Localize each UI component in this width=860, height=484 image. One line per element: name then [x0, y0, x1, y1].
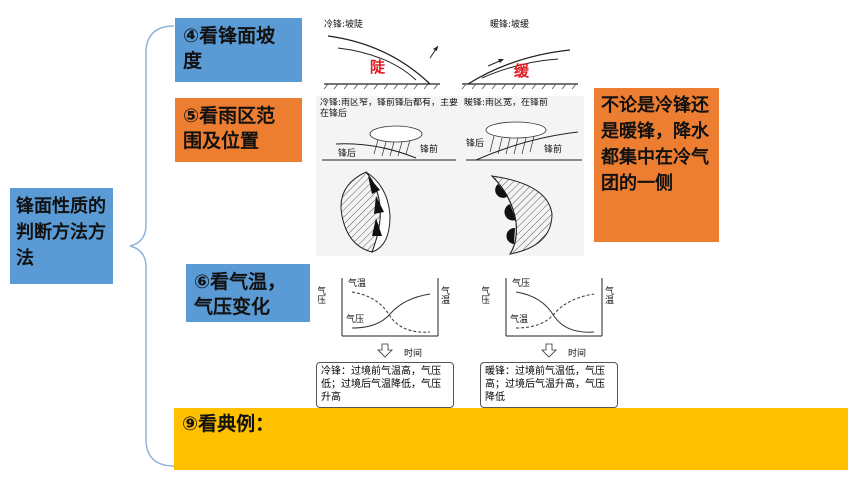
bracket	[129, 25, 175, 467]
slope-title: ④看锋面坡度	[183, 25, 276, 72]
example-box: ⑨看典例：	[174, 408, 848, 470]
warm-right-axis: 气温	[603, 285, 614, 304]
warm-rain-caption: 暖锋:雨区宽，在锋前	[464, 98, 549, 108]
gentle-label: 缓	[514, 62, 530, 80]
warm-behind-label: 锋后	[466, 137, 484, 149]
warm-temp-note: 暖锋：过境前气温低，气压高；过境后气温升高，气压降低	[480, 362, 618, 408]
slope-figure: 冷锋:坡陡 暖锋:坡缓 陡 缓	[323, 18, 578, 90]
cold-temp-note-text: 冷锋：过境前气温高，气压低；过境后气温降低，气压升高	[321, 366, 441, 403]
temp-box: ⑥看气温，气压变化	[186, 264, 310, 322]
example-title: ⑨看典例：	[182, 413, 275, 435]
cold-top-label: 气温	[348, 277, 366, 289]
warm-chart: 气压 气温 气压 气温 时间	[482, 277, 614, 359]
cold-slope-caption: 冷锋:坡陡	[324, 18, 363, 30]
cold-bottom-label: 气压	[346, 313, 364, 325]
warm-front-label: 锋前	[544, 143, 562, 155]
cold-time-label: 时间	[404, 347, 422, 359]
main-topic-box: 锋面性质的判断方法方法	[10, 188, 113, 284]
cold-temp-note: 冷锋：过境前气温高，气压低；过境后气温降低，气压升高	[316, 362, 454, 408]
warm-time-label: 时间	[568, 347, 586, 359]
warm-top-label: 气压	[512, 277, 530, 289]
steep-label: 陡	[370, 58, 386, 76]
cold-left-axis: 气压	[318, 285, 326, 305]
cold-chart: 气压 气温 气温 气压 时间	[318, 277, 450, 359]
warm-temp-note-text: 暖锋：过境前气温低，气压高；过境后气温升高，气压降低	[485, 366, 605, 403]
cold-rain-caption: 冷锋:雨区窄，锋前锋后都有，主要在锋后	[320, 98, 459, 119]
warm-bottom-label: 气温	[510, 313, 528, 325]
cold-behind-label: 锋后	[338, 147, 356, 159]
slope-box: ④看锋面坡度	[175, 18, 302, 82]
temp-title: ⑥看气温，气压变化	[194, 271, 287, 318]
rain-note-text: 不论是冷锋还是暖锋，降水都集中在冷气团的一侧	[601, 95, 709, 194]
warm-slope-caption: 暖锋:坡缓	[490, 18, 529, 30]
rain-box: ⑤看雨区范围及位置	[175, 98, 302, 162]
cold-right-axis: 气温	[439, 285, 450, 304]
rain-title: ⑤看雨区范围及位置	[183, 105, 276, 152]
rain-figure: 冷锋:雨区窄，锋前锋后都有，主要在锋后 暖锋:雨区宽，在锋前 锋后 锋前 锋后 …	[316, 96, 584, 256]
rain-note-box: 不论是冷锋还是暖锋，降水都集中在冷气团的一侧	[594, 88, 719, 242]
main-topic-text: 锋面性质的判断方法方法	[16, 196, 106, 269]
cold-front-label: 锋前	[420, 143, 438, 155]
warm-left-axis: 气压	[482, 285, 490, 305]
